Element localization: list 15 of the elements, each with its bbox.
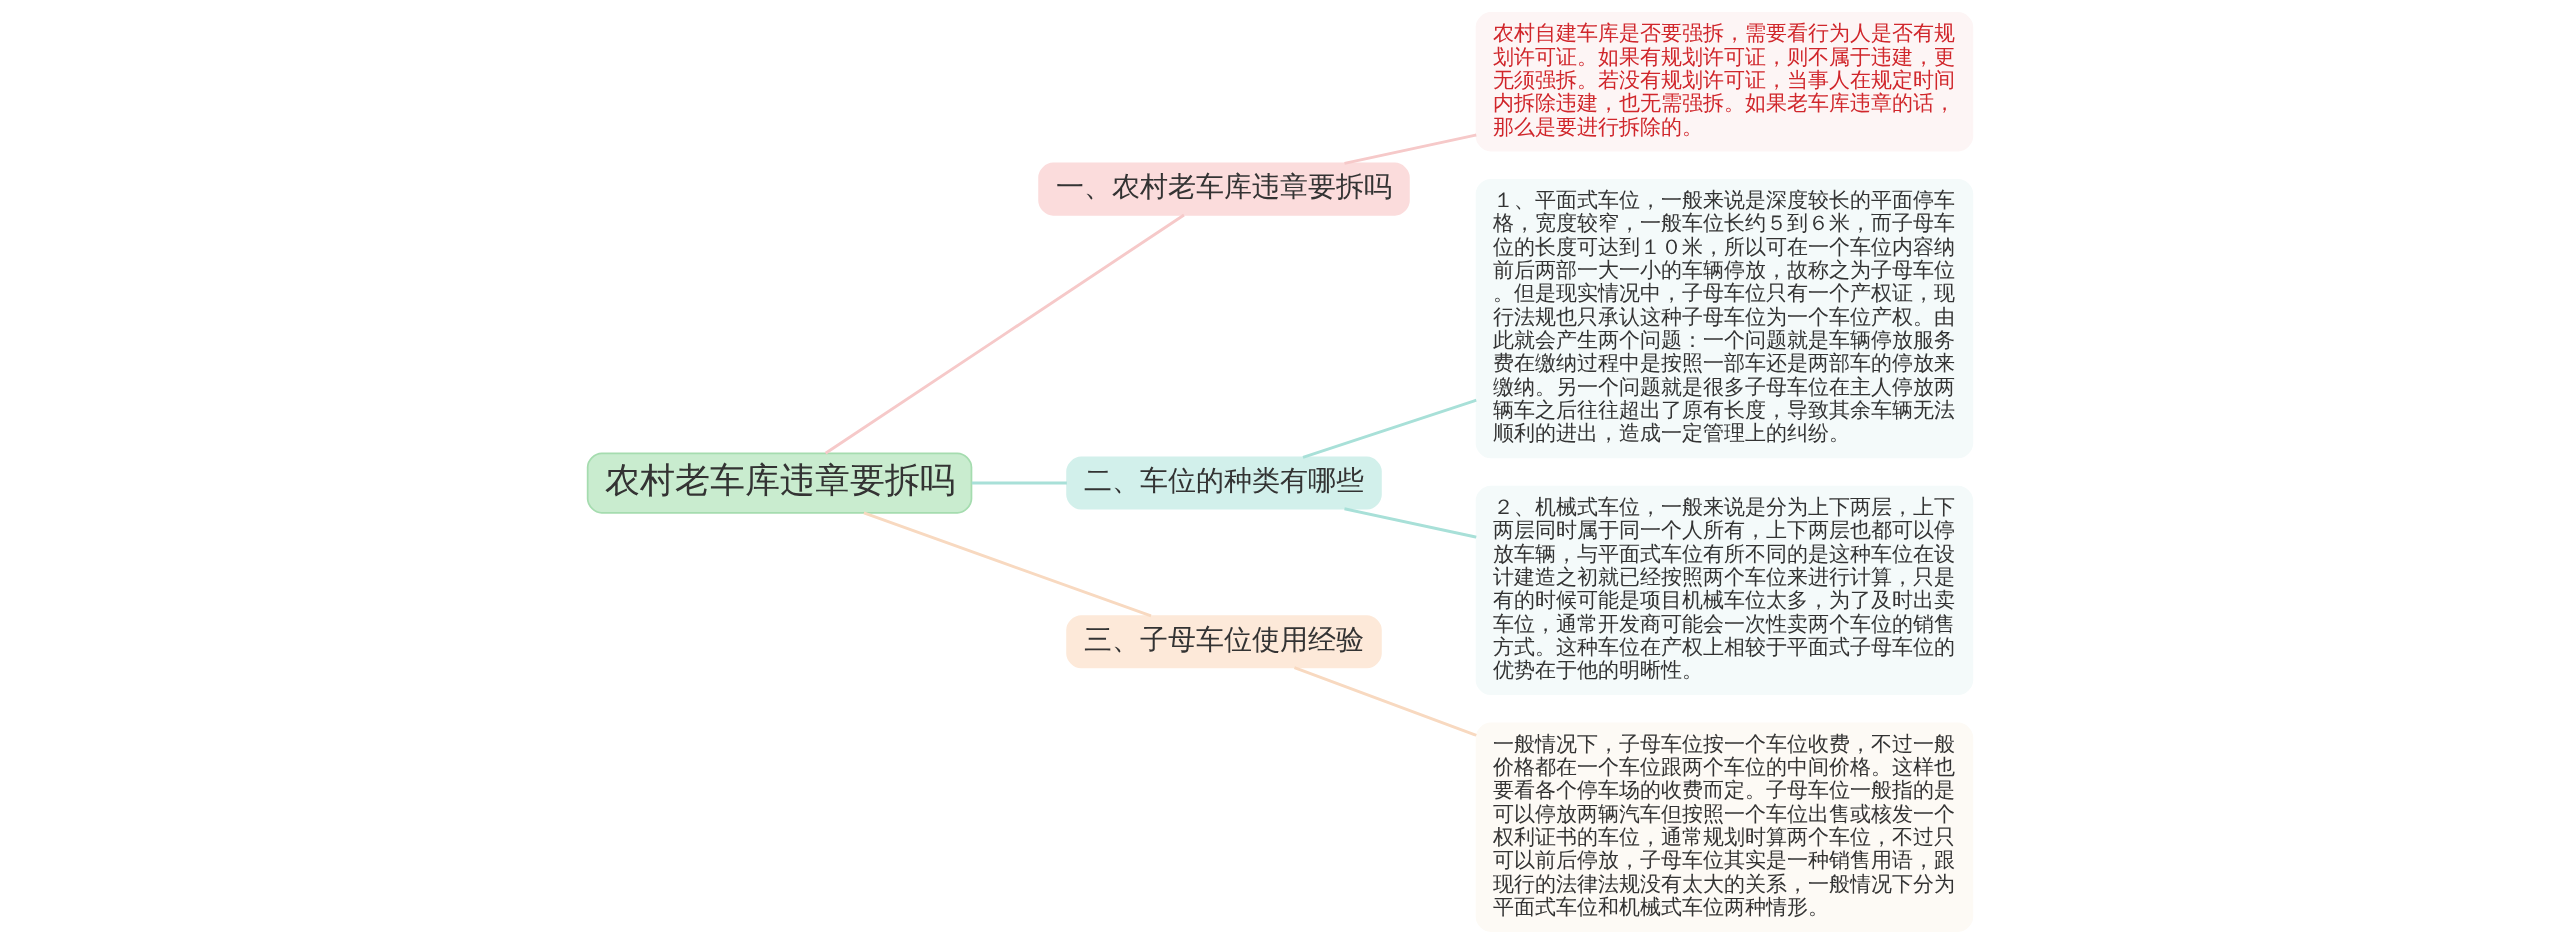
node-box: 一般情况下，子母车位按一个车位收费，不过一般价格都在一个车位跟两个车位的中间价格。这样也要看各个停车场的收费而定。子母车位一般指的是可以停放两辆汽车但按照一个车位出售或核发一个权利证书的车位，通常规划时算两个车位，不过只可以前后停放，子母车位其实是一种销售用语，跟现行的法律法规没有太大的关系，一般情况下分为平面式车位和机械式车位两种情形。 (1475, 722, 1974, 932)
connector (1344, 507, 1477, 539)
node-box: １、平面式车位，一般来说是深度较长的平面停车格，宽度较窄，一般车位长约５到６米，而子母车位的长度可达到１０米，所以可在一个车位内容纳前后两部一大一小的车辆停放，故称之为子母车位。但是现实情况中，子母车位只有一个产权证，现行法规也只承认这种子母车位为一个车位产权。由此就会产生两个问题：一个问题就是车辆停放服务费在缴纳过程中是按照一部车还是两部车的停放来缴纳。另一个问题就是很多子母车位在主人停放两辆车之后往往超出了原有长度，导致其余车辆无法顺利的进出，造成一定管理上的纠纷。 (1475, 178, 1974, 459)
node-box: 三、子母车位使用经验 (1066, 615, 1382, 669)
node-box: 一、农村老车库违章要拆吗 (1038, 162, 1410, 216)
connector (863, 511, 1152, 618)
connector (1302, 398, 1477, 459)
node-box: 农村老车库违章要拆吗 (586, 452, 973, 514)
connector (1293, 666, 1477, 737)
node-box: 农村自建车库是否要强拆，需要看行为人是否有规划许可证。如果有规划许可证，则不属于违建，更无须强拆。若没有规划许可证，当事人在规定时间内拆除违建，也无需强拆。如果老车库违章的话，那么是要进行拆除的。 (1475, 12, 1974, 152)
connector (971, 481, 1067, 485)
node-box: 二、车位的种类有哪些 (1066, 456, 1382, 510)
connector (824, 213, 1185, 455)
node-box: ２、机械式车位，一般来说是分为上下两层，上下两层同时属于同一个人所有，上下两层也都可以停放车辆，与平面式车位有所不同的是这种车位在设计建造之初就已经按照两个车位来进行计算，只是有的时候可能是项目机械车位太多，为了及时出卖车位，通常开发商可能会一次性卖两个车位的销售方式。这种车位在产权上相较于平面式子母车位的优势在于他的明晰性。 (1475, 485, 1974, 696)
connector (1344, 133, 1477, 165)
